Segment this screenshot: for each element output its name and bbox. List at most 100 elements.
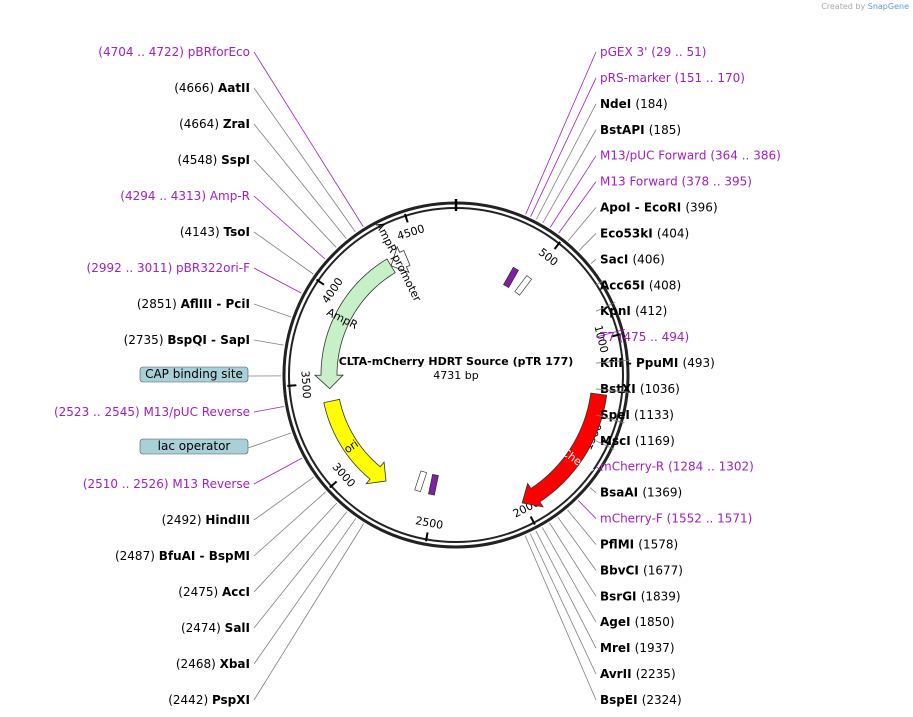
right-label: M13 Forward (378 .. 395) <box>600 175 752 189</box>
leader-line <box>253 51 364 227</box>
label-position: (378 .. 395) <box>682 175 752 189</box>
label-name: BstAPI <box>600 123 649 137</box>
enzyme-name: SalI <box>225 621 250 635</box>
scale-label: 3500 <box>298 370 313 399</box>
right-label: MscI (1169) <box>600 434 675 448</box>
right-label: Eco53kI (404) <box>600 226 689 240</box>
map-title: CLTA-mCherry HDRT Source (pTR 177) <box>339 355 574 368</box>
leader-line <box>589 487 597 493</box>
label-name: Acc65I <box>600 278 649 292</box>
leader-line <box>529 533 597 675</box>
feature-ampr <box>313 258 396 390</box>
label-position: (1677) <box>643 563 683 577</box>
feature-m13-fwd <box>503 266 519 289</box>
enzyme-name: AccI <box>222 585 250 599</box>
label-position: (2510 .. 2526) M13 Reverse <box>83 477 250 491</box>
credit-text: Created by SnapGene <box>821 2 909 11</box>
label-name: pRS-marker <box>600 71 675 85</box>
feature-ampr-promoter <box>390 245 411 274</box>
leader-line <box>253 195 326 260</box>
label-name: ApoI - EcoRI <box>600 201 685 215</box>
label-name: NdeI <box>600 97 635 111</box>
left-label: (2468) XbaI <box>176 657 250 671</box>
feature-box-label: lac operator <box>158 439 231 453</box>
label-position: (151 .. 170) <box>675 71 745 85</box>
right-label: BbvCI (1677) <box>600 563 683 577</box>
label-name: BspEI <box>600 693 642 707</box>
scale-tick <box>404 213 409 223</box>
leader-line <box>253 406 284 413</box>
scale-tick <box>315 278 325 286</box>
scale-tick <box>553 241 561 250</box>
label-position: (1284 .. 1302) <box>668 460 754 474</box>
label-position: (4664) <box>179 117 223 131</box>
label-position: (1036) <box>640 382 680 396</box>
leader-line <box>535 103 597 220</box>
label-position: (2492) <box>162 513 206 527</box>
label-position: (412) <box>635 304 667 318</box>
label-position: (2468) <box>176 657 220 671</box>
label-position: (1850) <box>635 615 675 629</box>
label-position: (1369) <box>642 486 682 500</box>
scale-tick <box>329 480 338 489</box>
label-position: (2442) <box>168 693 212 707</box>
scale-label: 3000 <box>329 460 357 490</box>
leader-line <box>578 233 597 251</box>
label-name: BsrGI <box>600 589 641 603</box>
left-label: (4548) SspI <box>177 153 250 167</box>
leader-line <box>253 159 337 248</box>
label-name: PflMI <box>600 537 638 551</box>
leader-line <box>525 51 597 215</box>
right-label: pGEX 3' (29 .. 51) <box>600 45 706 59</box>
label-position: (4548) <box>177 153 221 167</box>
left-label: (2851) AflIII - PciI <box>137 297 250 311</box>
label-position: (4704 .. 4722) pBRforEco <box>98 45 250 59</box>
scale-label: 2500 <box>414 514 444 532</box>
label-position: (493) <box>683 356 715 370</box>
label-position: (408) <box>649 278 681 292</box>
label-position: (4294 .. 4313) Amp-R <box>120 189 250 203</box>
left-label: (2510 .. 2526) M13 Reverse <box>83 477 250 491</box>
enzyme-name: PspXI <box>212 693 250 707</box>
leader-line <box>253 523 364 701</box>
right-label: KflI - PpuMI (493) <box>600 356 715 370</box>
label-name: SpeI <box>600 408 634 422</box>
leader-line <box>541 527 597 623</box>
label-position: (1552 .. 1571) <box>667 512 753 526</box>
leader-line <box>595 328 626 338</box>
label-box <box>139 366 249 383</box>
label-position: (1133) <box>634 408 674 422</box>
right-label: KpnI (412) <box>600 304 667 318</box>
map-length: 4731 bp <box>433 369 478 382</box>
feature-t7-promoter <box>514 275 533 296</box>
label-name: MreI <box>600 641 635 655</box>
leader-line <box>530 77 597 217</box>
leader-line <box>253 491 326 557</box>
right-label: MreI (1937) <box>600 641 675 655</box>
label-position: (475 .. 494) <box>619 330 689 344</box>
label-name: BsaAI <box>600 486 642 500</box>
feature-box-label: CAP binding site <box>145 367 243 381</box>
label-name: BstXI <box>600 382 640 396</box>
label-position: (2735) <box>124 333 168 347</box>
label-name: M13/pUC Forward <box>600 149 710 163</box>
leader-line <box>557 517 597 571</box>
leader-line <box>524 535 597 701</box>
leader-line <box>542 129 597 224</box>
feature-m13-rev <box>428 473 439 496</box>
leader-line <box>549 155 597 228</box>
label-position: (2523 .. 2545) M13/pUC Reverse <box>54 405 250 419</box>
scale-tick <box>529 516 536 525</box>
leader-line <box>253 518 357 665</box>
label-position: (2851) <box>137 297 181 311</box>
scale-label: 4500 <box>396 222 427 243</box>
enzyme-name: AatII <box>218 81 250 95</box>
label-name: pGEX 3' <box>600 45 651 59</box>
left-label: (2442) PspXI <box>168 693 250 707</box>
label-name: KflI - PpuMI <box>600 356 683 370</box>
right-label: mCherry-F (1552 .. 1571) <box>600 512 752 526</box>
right-label: SpeI (1133) <box>600 408 674 422</box>
enzyme-name: XbaI <box>220 657 250 671</box>
leader-line <box>253 87 356 233</box>
